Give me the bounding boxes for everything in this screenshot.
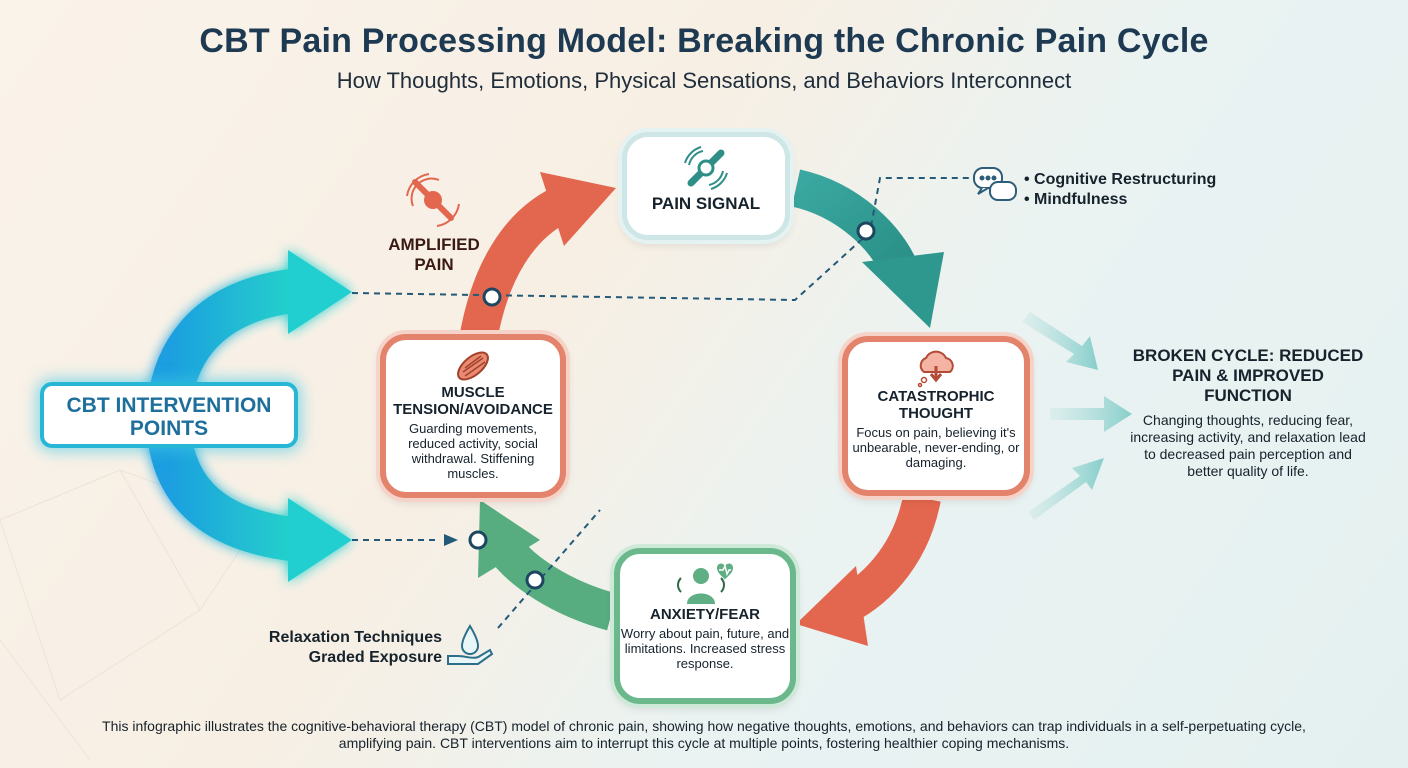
cbt-intervention-box: CBT INTERVENTION POINTS	[40, 382, 298, 448]
anxiety-title: ANXIETY/FEAR	[649, 606, 760, 623]
broken-cycle-arrows	[1022, 312, 1132, 520]
muscle-description: Guarding movements, reduced activity, so…	[408, 421, 538, 481]
catastrophic-description: Focus on pain, believing it's unbearable…	[852, 425, 1020, 470]
node-muscle-tension: MUSCLE TENSION/AVOIDANCE Guarding moveme…	[380, 334, 566, 498]
intervention-relaxation: Relaxation Techniques	[268, 629, 442, 646]
nerve-signal-icon	[684, 146, 728, 190]
catastrophic-title: CATASTROPHIC THOUGHT	[877, 388, 995, 422]
footer-caption: This infographic illustrates the cogniti…	[102, 718, 1306, 751]
cognitive-interventions: • Cognitive Restructuring • Mindfulness	[1024, 170, 1216, 210]
anxiety-description: Worry about pain, future, and limitation…	[620, 626, 790, 671]
page-subtitle: How Thoughts, Emotions, Physical Sensati…	[336, 68, 1072, 93]
water-drop-hand-icon	[447, 624, 494, 665]
amplified-pain-icon	[406, 173, 460, 227]
page-title: CBT Pain Processing Model: Breaking the …	[199, 22, 1209, 60]
pain-signal-title: PAIN SIGNAL	[651, 194, 761, 213]
intervention-mindfulness: • Mindfulness	[1024, 191, 1128, 208]
amplified-pain-label: AMPLIFIED PAIN	[388, 235, 480, 274]
arrow-to-muscle	[478, 500, 618, 631]
broken-cycle-description: Changing thoughts, reducing fear, increa…	[1130, 412, 1366, 479]
muscle-icon	[457, 351, 489, 381]
anxious-person-icon	[677, 563, 733, 604]
arrow-to-pain-signal	[459, 172, 616, 344]
speech-bubbles-icon	[973, 167, 1017, 201]
muscle-title: MUSCLE TENSION/AVOIDANCE	[393, 384, 553, 418]
node-pain-signal: PAIN SIGNAL	[622, 132, 790, 240]
node-anxiety-fear: ANXIETY/FEAR Worry about pain, future, a…	[614, 548, 796, 704]
broken-cycle-title: BROKEN CYCLE: REDUCED PAIN & IMPROVED FU…	[1132, 346, 1364, 405]
storm-cloud-icon	[917, 350, 954, 388]
intervention-cognitive-restructuring: • Cognitive Restructuring	[1024, 171, 1217, 188]
behavioral-interventions: Relaxation Techniques Graded Exposure	[230, 628, 442, 668]
dashed-arrowhead	[444, 534, 458, 546]
arrow-to-anxiety	[796, 493, 941, 646]
arrow-to-catastrophic	[791, 169, 944, 328]
intervention-graded-exposure: Graded Exposure	[308, 649, 442, 666]
intervention-markers	[468, 221, 876, 590]
node-catastrophic-thought: CATASTROPHIC THOUGHT Focus on pain, beli…	[842, 336, 1030, 496]
